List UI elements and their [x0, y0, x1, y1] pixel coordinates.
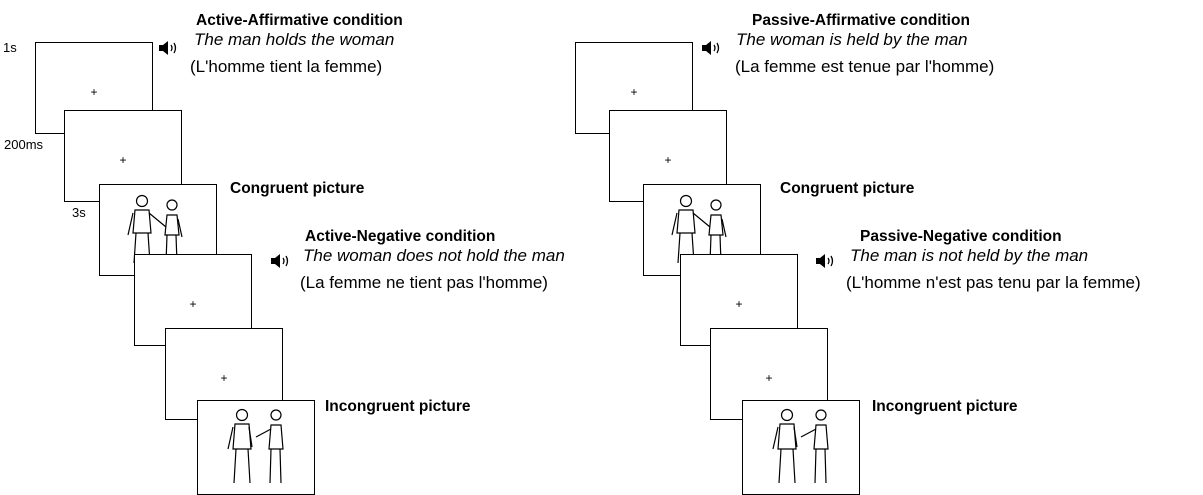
speaker-icon: [159, 41, 177, 55]
man-woman-illustration: [772, 408, 829, 484]
fixation-cross: +: [630, 85, 638, 99]
timing-200ms: 200ms: [4, 137, 44, 152]
man-woman-illustration: [671, 194, 727, 264]
picture-label: Congruent picture: [230, 180, 365, 197]
condition-title: Passive-Affirmative condition: [752, 12, 970, 29]
speaker-icon: [816, 254, 834, 268]
condition-title: Passive-Negative condition: [860, 228, 1062, 245]
condition-title: Active-Affirmative condition: [196, 12, 403, 29]
sentence-english: The woman is held by the man: [736, 30, 968, 49]
timing-1s: 1s: [3, 40, 17, 55]
fixation-cross: +: [735, 297, 743, 311]
fixation-cross: +: [220, 371, 228, 385]
sentence-english: The man is not held by the man: [850, 246, 1089, 265]
sentence-english: The man holds the woman: [194, 30, 395, 49]
fixation-cross: +: [664, 153, 672, 167]
sentence-french: (La femme ne tient pas l'homme): [300, 273, 548, 292]
picture-frame-incongruent: [197, 400, 315, 495]
fixation-cross: +: [765, 371, 773, 385]
picture-label: Incongruent picture: [325, 398, 471, 415]
speaker-icon: [271, 254, 289, 268]
speaker-icon: [702, 41, 720, 55]
picture-frame-incongruent: [742, 400, 860, 495]
sentence-french: (L'homme tient la femme): [190, 57, 383, 76]
fixation-cross: +: [119, 153, 127, 167]
sentence-french: (L'homme n'est pas tenu par la femme): [846, 273, 1141, 292]
condition-title: Active-Negative condition: [305, 228, 496, 245]
sentence-french: (La femme est tenue par l'homme): [735, 57, 995, 76]
man-woman-illustration: [227, 408, 284, 484]
picture-label: Congruent picture: [780, 180, 915, 197]
sentence-english: The woman does not hold the man: [303, 246, 565, 265]
fixation-cross: +: [189, 297, 197, 311]
fixation-cross: +: [90, 85, 98, 99]
picture-label: Incongruent picture: [872, 398, 1018, 415]
timing-3s: 3s: [72, 205, 86, 220]
